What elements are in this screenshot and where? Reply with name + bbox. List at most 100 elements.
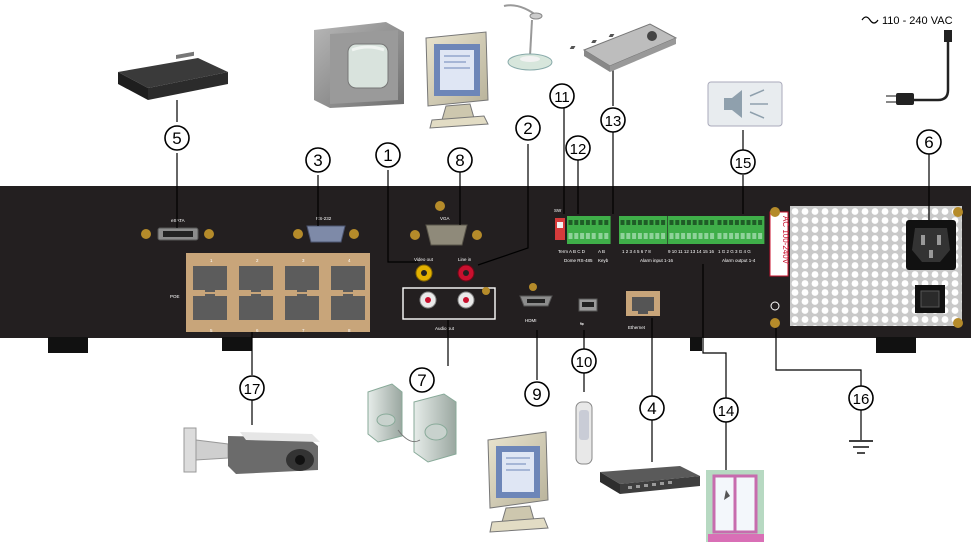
- power-voltage-label: 110 - 240 VAC: [882, 15, 953, 27]
- alarm-out-terms: 1 G 2 G 3 G 4 G: [718, 249, 751, 254]
- svg-text:6: 6: [924, 133, 933, 152]
- svg-text:2: 2: [523, 119, 532, 138]
- usb-symbol: ⇆: [580, 321, 584, 326]
- svg-text:15: 15: [735, 155, 752, 172]
- callout-9: 9: [524, 381, 550, 407]
- termination-switch[interactable]: SW: [554, 208, 565, 240]
- crt-monitor-icon: [314, 22, 404, 108]
- speakers-icon: [367, 383, 457, 463]
- svg-text:14: 14: [718, 403, 735, 420]
- rs485-label: Dome RS-485: [564, 258, 593, 263]
- svg-text:17: 17: [244, 381, 261, 398]
- callout-8: 8: [447, 147, 473, 173]
- line-in-port[interactable]: Line in: [457, 257, 475, 282]
- poe-label: POE: [170, 294, 180, 299]
- window-alarm-sensor-icon: [706, 470, 764, 542]
- svg-text:10: 10: [576, 354, 593, 371]
- callout-10: 10: [571, 348, 597, 374]
- poe-port-5-number: 5: [210, 328, 213, 333]
- poe-port-6-number: 6: [256, 328, 259, 333]
- ac-symbol-icon: [861, 16, 879, 24]
- ground-screw[interactable]: [770, 318, 780, 328]
- power-switch[interactable]: [915, 285, 945, 313]
- video-out-port[interactable]: Video out: [414, 257, 434, 282]
- alarm-out-label: Alarm output 1-4: [722, 258, 756, 263]
- svg-text:8: 8: [455, 151, 464, 170]
- poe-port-7-number: 7: [302, 328, 305, 333]
- svg-text:5: 5: [172, 129, 181, 148]
- rs485-terms: Term A B C D: [558, 249, 586, 254]
- switch-label: SW: [554, 208, 562, 213]
- callout-13: 13: [600, 107, 626, 133]
- poe-port-2-number: 2: [256, 258, 259, 263]
- keyb-terms: A B: [598, 249, 605, 254]
- power-inlet[interactable]: [906, 220, 956, 270]
- usb-port[interactable]: ⇆: [578, 298, 598, 326]
- poe-port-8-number: 8: [348, 328, 351, 333]
- network-switch-icon: [600, 466, 700, 494]
- callout-4: 4: [639, 395, 665, 421]
- ptz-keyboard-icon: [569, 23, 678, 72]
- callout-5: 5: [164, 125, 190, 151]
- hdmi-monitor-icon: [487, 431, 549, 533]
- audio-out-label: Audio out: [435, 326, 455, 331]
- ethernet-port[interactable]: Ethernet: [626, 291, 660, 330]
- terminal-blocks[interactable]: [567, 216, 765, 244]
- esata-port[interactable]: eSATA: [141, 218, 214, 241]
- svg-text:4: 4: [647, 399, 656, 418]
- audio-out-ports[interactable]: Audio out: [402, 287, 496, 331]
- callout-3: 3: [305, 147, 331, 173]
- poe-port-4-number: 4: [348, 258, 351, 263]
- callout-1: 1: [375, 142, 401, 168]
- hdmi-label: HDMI: [525, 318, 537, 323]
- alarm-in-label: Alarm input 1-16: [640, 258, 674, 263]
- poe-ports[interactable]: POE 1 2 3 4 5 6 7 8: [170, 253, 370, 333]
- rs232-label: RS-232: [316, 216, 332, 221]
- callout-11: 11: [549, 83, 575, 109]
- terminal-block-3[interactable]: [619, 216, 668, 244]
- callout-15: 15: [730, 149, 756, 175]
- alarm-in-9-16: 9 10 11 12 13 14 15 16: [668, 249, 714, 254]
- vga-port[interactable]: VGA: [410, 201, 482, 246]
- hdmi-port[interactable]: HDMI: [519, 283, 553, 323]
- esata-label: eSATA: [171, 218, 185, 223]
- alarm-in-1-8: 1 2 3 4 5 6 7 8: [622, 249, 651, 254]
- svg-text:13: 13: [605, 113, 622, 130]
- callout-12: 12: [565, 135, 591, 161]
- callout-14: 14: [713, 397, 739, 423]
- rs232-port[interactable]: RS-232: [293, 216, 359, 243]
- keyb-label: Keyb: [598, 258, 609, 263]
- svg-text:1: 1: [383, 146, 392, 165]
- ac-voltage-label: AC 100-240V: [781, 216, 790, 265]
- esata-drive-icon: [118, 51, 228, 100]
- terminal-block-4[interactable]: [668, 216, 717, 244]
- usb-flash-drive-icon: [575, 401, 593, 465]
- poe-port-1-number: 1: [210, 258, 213, 263]
- svg-text:16: 16: [853, 391, 870, 408]
- callout-16: 16: [848, 385, 874, 411]
- alarm-siren-icon: [707, 81, 783, 127]
- video-out-label: Video out: [414, 257, 434, 262]
- ground-icon: [849, 440, 873, 454]
- svg-text:7: 7: [417, 371, 426, 390]
- callout-17: 17: [239, 375, 265, 401]
- ethernet-label: Ethernet: [628, 325, 646, 330]
- callout-7: 7: [409, 367, 435, 393]
- callout-2: 2: [515, 115, 541, 141]
- connector-lines: [176, 66, 930, 470]
- vga-monitor-icon: [425, 31, 489, 129]
- svg-text:11: 11: [554, 89, 570, 106]
- vga-label: VGA: [440, 216, 450, 221]
- svg-text:9: 9: [532, 385, 541, 404]
- poe-port-3-number: 3: [302, 258, 305, 263]
- power-cord: 110 - 240 VAC: [861, 15, 953, 105]
- svg-text:12: 12: [570, 141, 587, 158]
- ip-camera-icon: [183, 427, 320, 474]
- line-in-label: Line in: [458, 257, 472, 262]
- microphone-icon: [503, 4, 553, 71]
- svg-text:3: 3: [313, 151, 322, 170]
- terminal-block-5[interactable]: [716, 216, 765, 244]
- callout-6: 6: [916, 129, 942, 155]
